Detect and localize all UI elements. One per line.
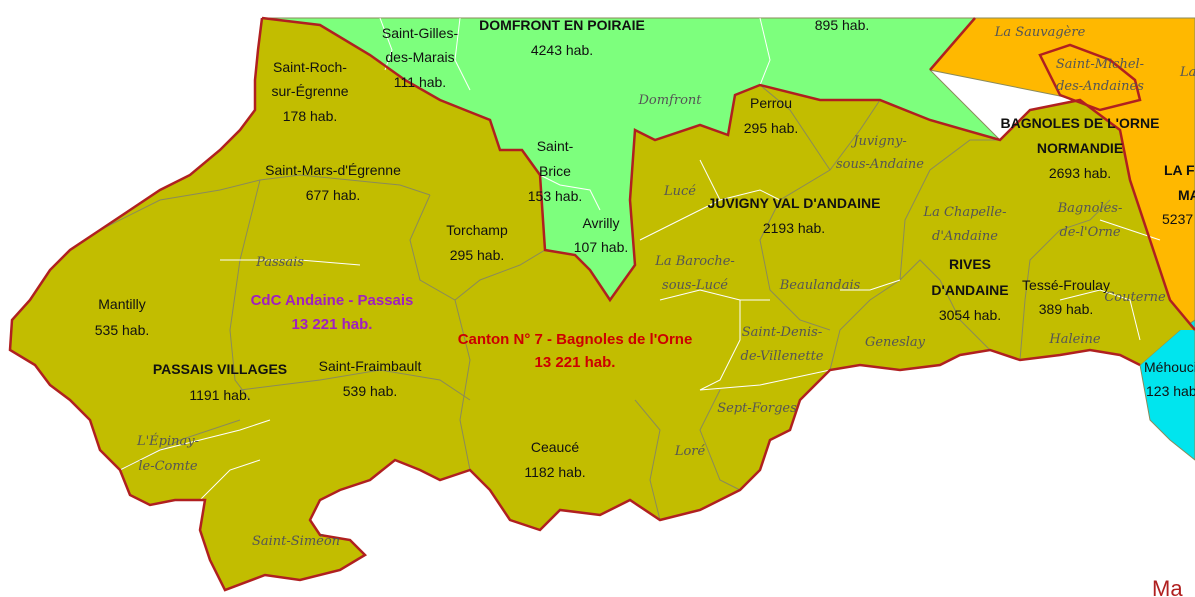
delegated-lore: Loré <box>674 444 706 459</box>
corner-fragment: Ma <box>1152 576 1183 597</box>
label-mantilly: Mantilly <box>98 296 145 312</box>
label-bagnoles-1: BAGNOLES DE L'ORNE <box>1001 115 1160 131</box>
label-saint-fraimbault: Saint-Fraimbault <box>319 358 422 374</box>
label-juvigny: JUVIGNY VAL D'ANDAINE <box>708 195 881 211</box>
label-saint-mars: Saint-Mars-d'Égrenne <box>265 162 401 178</box>
delegated-la-chapelle-2: d'Andaine <box>932 229 998 244</box>
pop-domfront: 4243 hab. <box>531 42 593 58</box>
label-la-ferte-2: MA <box>1178 187 1195 203</box>
pop-tesse: 389 hab. <box>1039 301 1094 317</box>
commune-labels: DOMFRONT EN POIRAIE 4243 hab. 895 hab. S… <box>95 17 1195 480</box>
canton-boundary <box>261 16 1195 331</box>
epci-population: 13 221 hab. <box>292 316 373 333</box>
canton-area[interactable] <box>10 18 1195 590</box>
delegated-la-baroche-2: sous-Lucé <box>662 278 728 293</box>
pop-saint-roch: 178 hab. <box>283 108 338 124</box>
label-tesse: Tessé-Froulay <box>1022 277 1110 293</box>
label-torchamp: Torchamp <box>446 222 508 238</box>
canton-label: Canton N° 7 - Bagnoles de l'Orne <box>458 331 693 348</box>
pop-perrou: 295 hab. <box>744 120 799 136</box>
delegated-haleine: Haleine <box>1048 332 1100 347</box>
pop-saint-gilles: 111 hab. <box>394 74 446 90</box>
label-rives-2: D'ANDAINE <box>931 282 1008 298</box>
delegated-saint-denis-2: de-Villenette <box>741 349 824 364</box>
pop-saint-fraimbault: 539 hab. <box>343 383 398 399</box>
delegated-epinay-1: L'Épinay- <box>136 433 199 449</box>
pop-passais-villages: 1191 hab. <box>189 387 250 403</box>
delegated-commune-labels: Domfront La Sauvagère Saint-Michel- des-… <box>136 25 1195 549</box>
pop-rives: 3054 hab. <box>939 307 1001 323</box>
label-domfront: DOMFRONT EN POIRAIE <box>479 17 645 33</box>
pop-top-right: 895 hab. <box>815 17 870 33</box>
label-passais-villages: PASSAIS VILLAGES <box>153 361 287 377</box>
delegated-juvigny-2: sous-Andaine <box>836 157 924 172</box>
label-la-ferte-1: LA F <box>1164 162 1195 178</box>
delegated-la-baroche-1: La Baroche- <box>654 254 735 269</box>
label-avrilly: Avrilly <box>582 215 619 231</box>
label-saint-brice-2: Brice <box>539 163 571 179</box>
pop-avrilly: 107 hab. <box>574 239 629 255</box>
delegated-geneslay: Geneslay <box>865 335 926 350</box>
pop-mehoudin: 123 hab <box>1146 383 1195 399</box>
label-saint-gilles-1: Saint-Gilles- <box>382 25 459 41</box>
label-saint-roch-2: sur-Égrenne <box>271 83 348 99</box>
delegated-luce: Lucé <box>663 184 696 199</box>
label-bagnoles-2: NORMANDIE <box>1037 140 1123 156</box>
label-saint-gilles-2: des-Marais <box>385 49 454 65</box>
canton-boundary-south <box>8 17 1141 592</box>
pop-torchamp: 295 hab. <box>450 247 505 263</box>
label-saint-roch-1: Saint-Roch- <box>273 59 347 75</box>
canton-population: 13 221 hab. <box>535 354 616 371</box>
pop-saint-brice: 153 hab. <box>528 188 583 204</box>
label-ceauce: Ceaucé <box>531 439 579 455</box>
delegated-couterne: Couterne <box>1104 290 1166 305</box>
delegated-domfront: Domfront <box>637 93 702 108</box>
label-mehoudin: Méhouci <box>1144 359 1195 375</box>
delegated-la-chapelle-1: La Chapelle- <box>922 205 1006 220</box>
delegated-la-edge: La <box>1179 65 1195 80</box>
delegated-epinay-2: le-Comte <box>138 459 198 474</box>
pop-la-ferte: 5237 <box>1162 211 1193 227</box>
delegated-juvigny-1: Juvigny- <box>850 134 907 149</box>
delegated-bagnoles-2: de-l'Orne <box>1059 225 1120 240</box>
flers-boundary <box>929 17 1142 112</box>
delegated-bagnoles-1: Bagnoles- <box>1057 201 1123 216</box>
delegated-saint-denis-1: Saint-Denis- <box>742 325 823 340</box>
epci-label: CdC Andaine - Passais <box>251 292 414 309</box>
delegated-saint-simeon: Saint-Siméon <box>252 534 340 549</box>
delegated-saint-michel-1: Saint-Michel- <box>1056 57 1144 72</box>
delegated-la-sauvagere: La Sauvagère <box>994 25 1086 40</box>
delegated-saint-michel-2: des-Andaines <box>1056 79 1144 94</box>
label-perrou: Perrou <box>750 95 792 111</box>
delegated-sept-forges: Sept-Forges <box>717 401 797 416</box>
label-saint-brice-1: Saint- <box>537 138 574 154</box>
pop-bagnoles: 2693 hab. <box>1049 165 1111 181</box>
pop-mantilly: 535 hab. <box>95 322 150 338</box>
commune-borders <box>99 84 1111 521</box>
delegated-beaulandais: Beaulandais <box>779 278 861 293</box>
label-rives-1: RIVES <box>949 256 991 272</box>
delegated-passais: Passais <box>255 255 304 270</box>
pop-saint-mars: 677 hab. <box>306 187 361 203</box>
pop-ceauce: 1182 hab. <box>524 464 585 480</box>
delegated-commune-borders <box>119 17 1161 501</box>
pop-juvigny: 2193 hab. <box>763 220 825 236</box>
